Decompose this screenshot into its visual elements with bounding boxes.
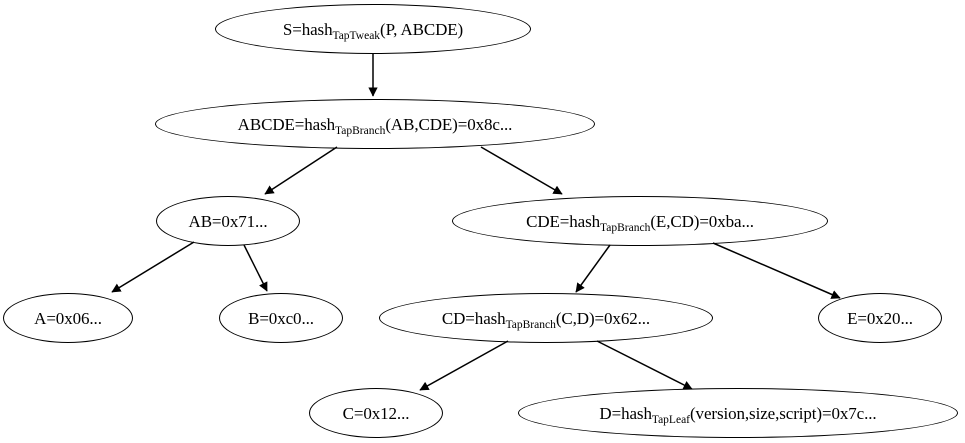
node-e: E=0x20... bbox=[818, 293, 942, 343]
node-ab: AB=0x71... bbox=[156, 196, 300, 246]
node-label-cde: CDE=hashTapBranch(E,CD)=0xba... bbox=[526, 211, 754, 234]
edge-ab-to-a bbox=[111, 241, 195, 293]
node-label-c: C=0x12... bbox=[342, 403, 410, 423]
node-b: B=0xc0... bbox=[219, 293, 343, 343]
node-abcde: ABCDE=hashTapBranch(AB,CDE)=0x8c... bbox=[155, 99, 595, 149]
edge-cde-to-cd bbox=[575, 244, 611, 293]
edge-abcde-to-ab bbox=[264, 146, 338, 195]
edge-cde-to-e bbox=[712, 242, 841, 299]
node-c: C=0x12... bbox=[309, 388, 443, 438]
node-label-cd: CD=hashTapBranch(C,D)=0x62... bbox=[441, 308, 651, 331]
node-s: S=hashTapTweak(P, ABCDE) bbox=[215, 4, 531, 54]
node-label-a: A=0x06... bbox=[34, 308, 102, 328]
node-d: D=hashTapLeaf(version,size,script)=0x7c.… bbox=[518, 388, 958, 438]
node-cde: CDE=hashTapBranch(E,CD)=0xba... bbox=[452, 196, 828, 246]
node-label-e: E=0x20... bbox=[847, 308, 913, 328]
node-label-abcde: ABCDE=hashTapBranch(AB,CDE)=0x8c... bbox=[237, 114, 513, 137]
edge-cd-to-d bbox=[596, 340, 693, 390]
edge-cd-to-c bbox=[419, 340, 509, 391]
node-label-ab: AB=0x71... bbox=[188, 211, 268, 231]
edge-ab-to-b bbox=[243, 244, 268, 292]
node-a: A=0x06... bbox=[3, 293, 133, 343]
node-cd: CD=hashTapBranch(C,D)=0x62... bbox=[379, 293, 713, 343]
node-label-b: B=0xc0... bbox=[248, 308, 314, 328]
tree-edges bbox=[111, 54, 841, 391]
node-label-d: D=hashTapLeaf(version,size,script)=0x7c.… bbox=[599, 403, 877, 426]
node-label-s: S=hashTapTweak(P, ABCDE) bbox=[282, 19, 464, 42]
edge-abcde-to-cde bbox=[480, 146, 563, 195]
